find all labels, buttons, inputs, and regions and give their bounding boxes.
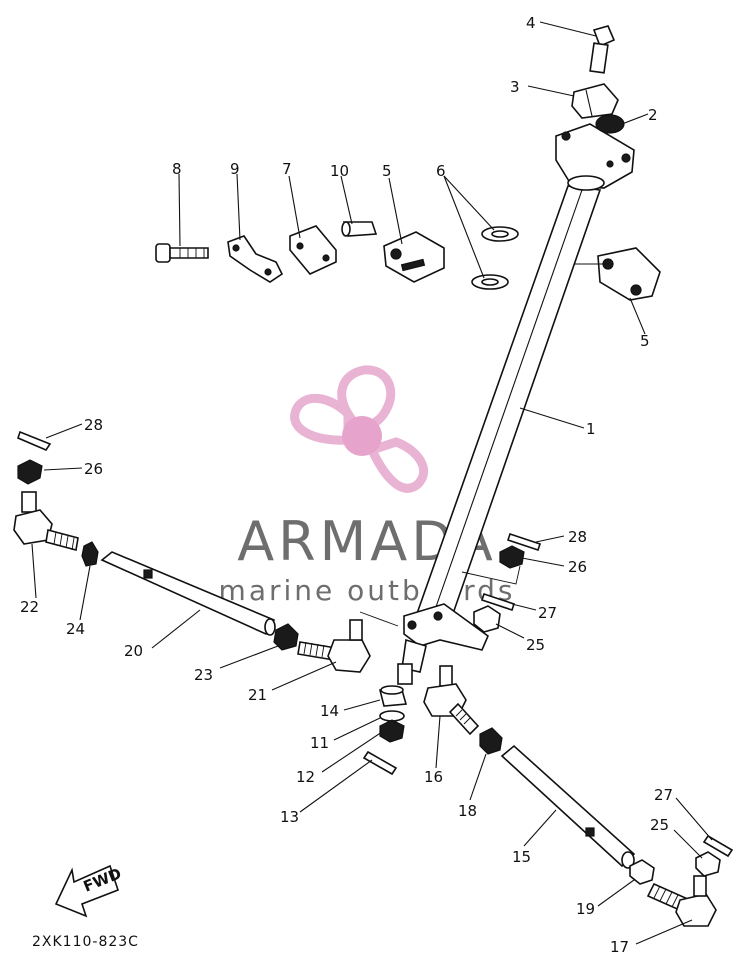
- propeller-icon: [290, 365, 428, 493]
- callout-24: 24: [66, 620, 85, 638]
- steering-shaft: [397, 123, 635, 685]
- nut-23: [273, 623, 299, 651]
- cotter-pin-27-top: [480, 592, 516, 612]
- callout-19: 19: [576, 900, 595, 918]
- callout-6: 6: [436, 162, 446, 180]
- callout-18: 18: [458, 802, 477, 820]
- callout-16: 16: [424, 768, 443, 786]
- callout-14: 14: [320, 702, 339, 720]
- nut-25-top: [473, 605, 501, 633]
- tie-rod-end-22: [13, 491, 79, 551]
- callout-25-top: 25: [526, 636, 545, 654]
- callout-13: 13: [280, 808, 299, 826]
- callout-26-left: 26: [84, 460, 103, 478]
- bushing-2: [595, 114, 625, 134]
- callout-5: 5: [382, 162, 392, 180]
- tie-rod-end-16: [423, 665, 480, 736]
- callout-12: 12: [296, 768, 315, 786]
- callout-22: 22: [20, 598, 39, 616]
- callout-11: 11: [310, 734, 329, 752]
- cap-3: [571, 83, 619, 119]
- callout-23: 23: [194, 666, 213, 684]
- tie-rod-20: [100, 551, 276, 636]
- callout-9: 9: [230, 160, 240, 178]
- callout-27-right: 27: [654, 786, 673, 804]
- callout-26-right: 26: [568, 558, 587, 576]
- callout-4: 4: [526, 14, 536, 32]
- callout-15: 15: [512, 848, 531, 866]
- callout-2: 2: [648, 106, 658, 124]
- watermark-tagline: marine outboards: [219, 574, 516, 607]
- bolt-4: [589, 25, 616, 74]
- nut-18: [479, 727, 503, 755]
- callout-17: 17: [610, 938, 629, 956]
- cotter-pin-28-left: [17, 430, 52, 451]
- stopper-plate-9: [227, 235, 284, 283]
- nut-26-right: [499, 545, 525, 569]
- callouts: 4 3 2 8 9 7 10 5 6 5 1 28 26 28 26 27 25…: [20, 14, 673, 956]
- clamp-5-left: [383, 231, 445, 283]
- leader-lines: [31, 21, 713, 945]
- fwd-arrow-icon: FWD: [54, 864, 124, 918]
- plate-7: [289, 225, 337, 275]
- nut-12: [379, 719, 405, 743]
- clamp-5-right: [597, 247, 661, 301]
- callout-1: 1: [586, 420, 596, 438]
- callout-28-right: 28: [568, 528, 587, 546]
- callout-27-top: 27: [538, 604, 557, 622]
- callout-25-right: 25: [650, 816, 669, 834]
- callout-8: 8: [172, 160, 182, 178]
- nut-19: [629, 859, 655, 885]
- tie-rod-15: [500, 744, 636, 869]
- washer-6: [471, 226, 519, 290]
- callout-28-left: 28: [84, 416, 103, 434]
- nut-26-left: [17, 459, 43, 485]
- nut-24: [81, 541, 99, 567]
- callout-21: 21: [248, 686, 267, 704]
- callout-7: 7: [282, 160, 292, 178]
- bushing-14: [378, 685, 408, 707]
- cotter-pin-27-right: [702, 834, 734, 858]
- bolt-8: [155, 243, 209, 263]
- tie-rod-end-17: [646, 875, 717, 927]
- callout-20: 20: [124, 642, 143, 660]
- cotter-pin-13: [362, 750, 398, 776]
- callout-3: 3: [510, 78, 520, 96]
- cotter-pin-28-right: [506, 532, 542, 552]
- callout-10: 10: [330, 162, 349, 180]
- drawing-code: 2XK110-823C: [32, 934, 139, 950]
- collar-10: [341, 221, 378, 237]
- callout-5-right: 5: [640, 332, 650, 350]
- tie-rod-end-21: [297, 619, 371, 673]
